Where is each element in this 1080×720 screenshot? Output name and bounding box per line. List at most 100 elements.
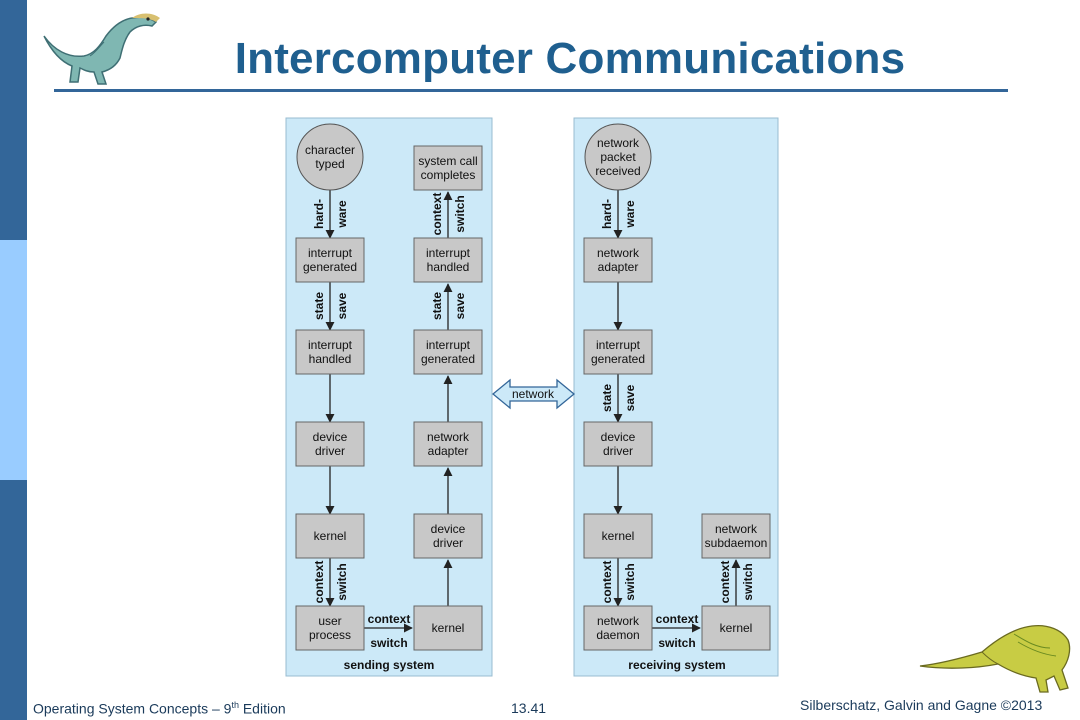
node-system-call-completes bbox=[413, 145, 483, 191]
node-label-line: driver bbox=[315, 444, 345, 458]
edge-label-switch: switch bbox=[741, 563, 755, 600]
edge-label-switch: switch bbox=[453, 195, 467, 232]
edge-label-hard: hard- bbox=[312, 199, 326, 229]
left-sidebar bbox=[0, 0, 27, 720]
node-interrupt-generated bbox=[295, 237, 365, 283]
node-network-packet-received bbox=[584, 123, 652, 191]
node-label-line: handled bbox=[309, 352, 352, 366]
dinosaur-corner-icon bbox=[919, 624, 1071, 693]
node-label-line: driver bbox=[433, 536, 463, 550]
node-interrupt-handled bbox=[295, 329, 365, 375]
node-label-line: device bbox=[601, 430, 636, 444]
node-device-driver bbox=[295, 421, 365, 467]
sending-system-label: sending system bbox=[344, 658, 435, 672]
node-device-driver bbox=[583, 421, 653, 467]
node-label-line: subdaemon bbox=[705, 536, 768, 550]
receiving-system-panel bbox=[573, 117, 779, 677]
node-network-subdaemon bbox=[701, 513, 771, 559]
node-label-line: adapter bbox=[598, 260, 639, 274]
node-label-line: generated bbox=[591, 352, 645, 366]
node-network-adapter bbox=[583, 237, 653, 283]
edge-label-save: save bbox=[453, 292, 467, 319]
node-label-line: system call bbox=[418, 154, 477, 168]
node-label-line: completes bbox=[421, 168, 476, 182]
edge-label-hard: hard- bbox=[600, 199, 614, 229]
node-label: kernel bbox=[602, 529, 635, 543]
network-link-arrow bbox=[491, 378, 576, 410]
node-character-typed bbox=[296, 123, 364, 191]
edge-label-switch: switch bbox=[623, 563, 637, 600]
node-label-line: kernel bbox=[720, 621, 753, 635]
sidebar-highlight bbox=[0, 240, 27, 480]
node-label-line: user bbox=[318, 614, 341, 628]
node-kernel bbox=[295, 513, 365, 559]
network-label: network bbox=[512, 387, 555, 401]
node-label-line: device bbox=[431, 522, 466, 536]
node-user-process bbox=[295, 605, 365, 651]
node-label-line: network bbox=[597, 614, 640, 628]
node-label-line: handled bbox=[427, 260, 470, 274]
node-label: kernel bbox=[314, 529, 347, 543]
node-label-line: interrupt bbox=[308, 246, 353, 260]
node-label-line: generated bbox=[421, 352, 475, 366]
node-label-line: kernel bbox=[602, 529, 635, 543]
edge-label-save: save bbox=[335, 292, 349, 319]
edge-label-state: state bbox=[312, 292, 326, 320]
node-label-line: network bbox=[597, 246, 640, 260]
footer-course-title: Operating System Concepts – 9th Edition bbox=[33, 700, 286, 717]
node-kernel bbox=[701, 605, 771, 651]
node-label: kernel bbox=[432, 621, 465, 635]
node-label-line: network bbox=[427, 430, 470, 444]
node-label-line: character bbox=[305, 143, 355, 157]
node-kernel bbox=[583, 513, 653, 559]
footer-page-number: 13.41 bbox=[511, 700, 547, 716]
node-network-daemon bbox=[583, 605, 653, 651]
title-rule bbox=[54, 89, 1008, 92]
node-interrupt-generated bbox=[583, 329, 653, 375]
edge-label-context: context bbox=[656, 612, 699, 626]
edge-label-context: context bbox=[600, 561, 614, 604]
node-device-driver bbox=[413, 513, 483, 559]
edge-label-context: context bbox=[368, 612, 411, 626]
edge-label-context: context bbox=[718, 561, 732, 604]
node-label-line: kernel bbox=[314, 529, 347, 543]
node-interrupt-handled bbox=[413, 237, 483, 283]
edge-label-ware: ware bbox=[335, 200, 349, 229]
node-label-line: typed bbox=[315, 157, 344, 171]
edge-label-switch: switch bbox=[335, 563, 349, 600]
node-label: kernel bbox=[720, 621, 753, 635]
edge-label-switch: switch bbox=[658, 636, 695, 650]
footer-course-sup: th bbox=[231, 700, 239, 710]
edge-label-state: state bbox=[600, 384, 614, 412]
node-label-line: network bbox=[715, 522, 758, 536]
edge-label-state: state bbox=[430, 292, 444, 320]
dinosaur-logo-icon bbox=[43, 13, 160, 85]
node-label-line: interrupt bbox=[426, 246, 471, 260]
footer-course-main: Operating System Concepts – 9 bbox=[33, 700, 232, 717]
node-network-adapter bbox=[413, 421, 483, 467]
edge-label-switch: switch bbox=[370, 636, 407, 650]
sending-system-panel bbox=[285, 117, 493, 677]
node-label-line: interrupt bbox=[308, 338, 353, 352]
node-label-line: generated bbox=[303, 260, 357, 274]
edge-label-context: context bbox=[312, 561, 326, 604]
node-label-line: received bbox=[595, 164, 640, 178]
edge-label-save: save bbox=[623, 384, 637, 411]
